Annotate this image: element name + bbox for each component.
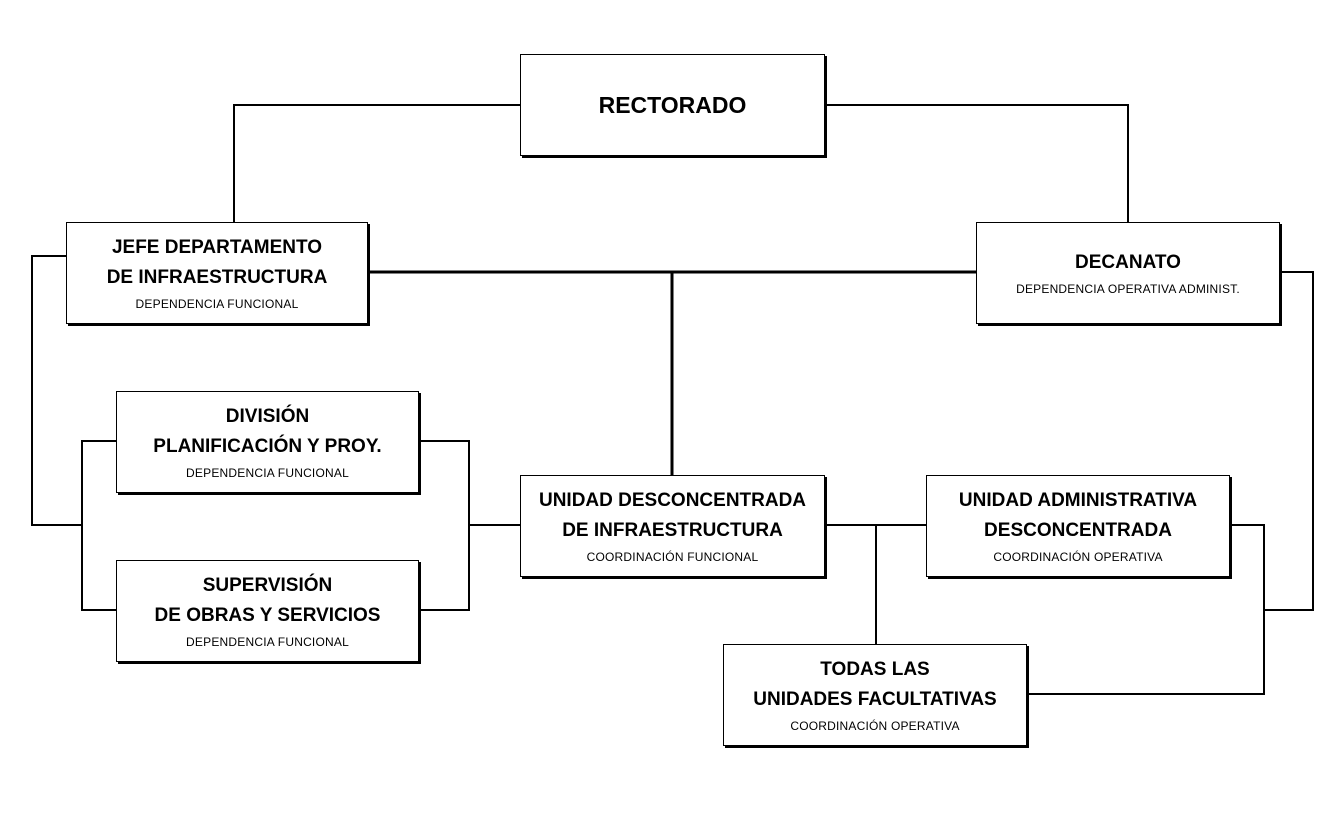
node-unidad-administrativa: UNIDAD ADMINISTRATIVA DESCONCENTRADA COO…: [926, 475, 1230, 577]
node-title-line2: DE OBRAS Y SERVICIOS: [154, 605, 381, 626]
node-title: DECANATO: [1075, 252, 1181, 273]
node-title-line1: DIVISIÓN: [225, 406, 310, 427]
node-subtitle: DEPENDENCIA FUNCIONAL: [186, 466, 349, 480]
node-jefe-departamento: JEFE DEPARTAMENTO DE INFRAESTRUCTURA DEP…: [66, 222, 368, 324]
node-subtitle: COORDINACIÓN OPERATIVA: [993, 550, 1163, 564]
node-title-line1: TODAS LAS: [820, 659, 930, 680]
node-subtitle: COORDINACIÓN OPERATIVA: [790, 719, 960, 733]
node-subtitle: DEPENDENCIA FUNCIONAL: [135, 297, 299, 311]
node-title-line1: JEFE DEPARTAMENTO: [111, 237, 323, 258]
node-title-line2: DESCONCENTRADA: [984, 520, 1172, 541]
connector-division-supervision-left: [81, 440, 116, 611]
node-title-line2: DE INFRAESTRUCTURA: [106, 267, 328, 288]
node-division-planificacion: DIVISIÓN PLANIFICACIÓN Y PROY. DEPENDENC…: [116, 391, 419, 493]
node-todas-unidades: TODAS LAS UNIDADES FACULTATIVAS COORDINA…: [723, 644, 1027, 746]
node-title-line2: PLANIFICACIÓN Y PROY.: [153, 436, 382, 457]
connector-division-supervision-right: [419, 440, 470, 611]
node-rectorado: RECTORADO: [520, 54, 825, 156]
node-title-line1: SUPERVISIÓN: [202, 575, 333, 596]
node-title-line1: UNIDAD ADMINISTRATIVA: [958, 490, 1198, 511]
node-subtitle: DEPENDENCIA OPERATIVA ADMINIST.: [1016, 282, 1240, 296]
node-subtitle: COORDINACIÓN FUNCIONAL: [586, 550, 759, 564]
node-decanato: DECANATO DEPENDENCIA OPERATIVA ADMINIST.: [976, 222, 1280, 324]
node-title-line1: UNIDAD DESCONCENTRADA: [538, 490, 807, 511]
node-supervision-obras: SUPERVISIÓN DE OBRAS Y SERVICIOS DEPENDE…: [116, 560, 419, 662]
connector-rectorado-decanato: [825, 104, 1129, 222]
node-title: RECTORADO: [598, 92, 747, 118]
connector-rectorado-jefe: [233, 104, 520, 222]
node-title-line2: UNIDADES FACULTATIVAS: [753, 689, 997, 710]
node-title-line2: DE INFRAESTRUCTURA: [562, 520, 783, 541]
node-unidad-desconcentrada: UNIDAD DESCONCENTRADA DE INFRAESTRUCTURA…: [520, 475, 825, 577]
node-subtitle: DEPENDENCIA FUNCIONAL: [186, 635, 349, 649]
